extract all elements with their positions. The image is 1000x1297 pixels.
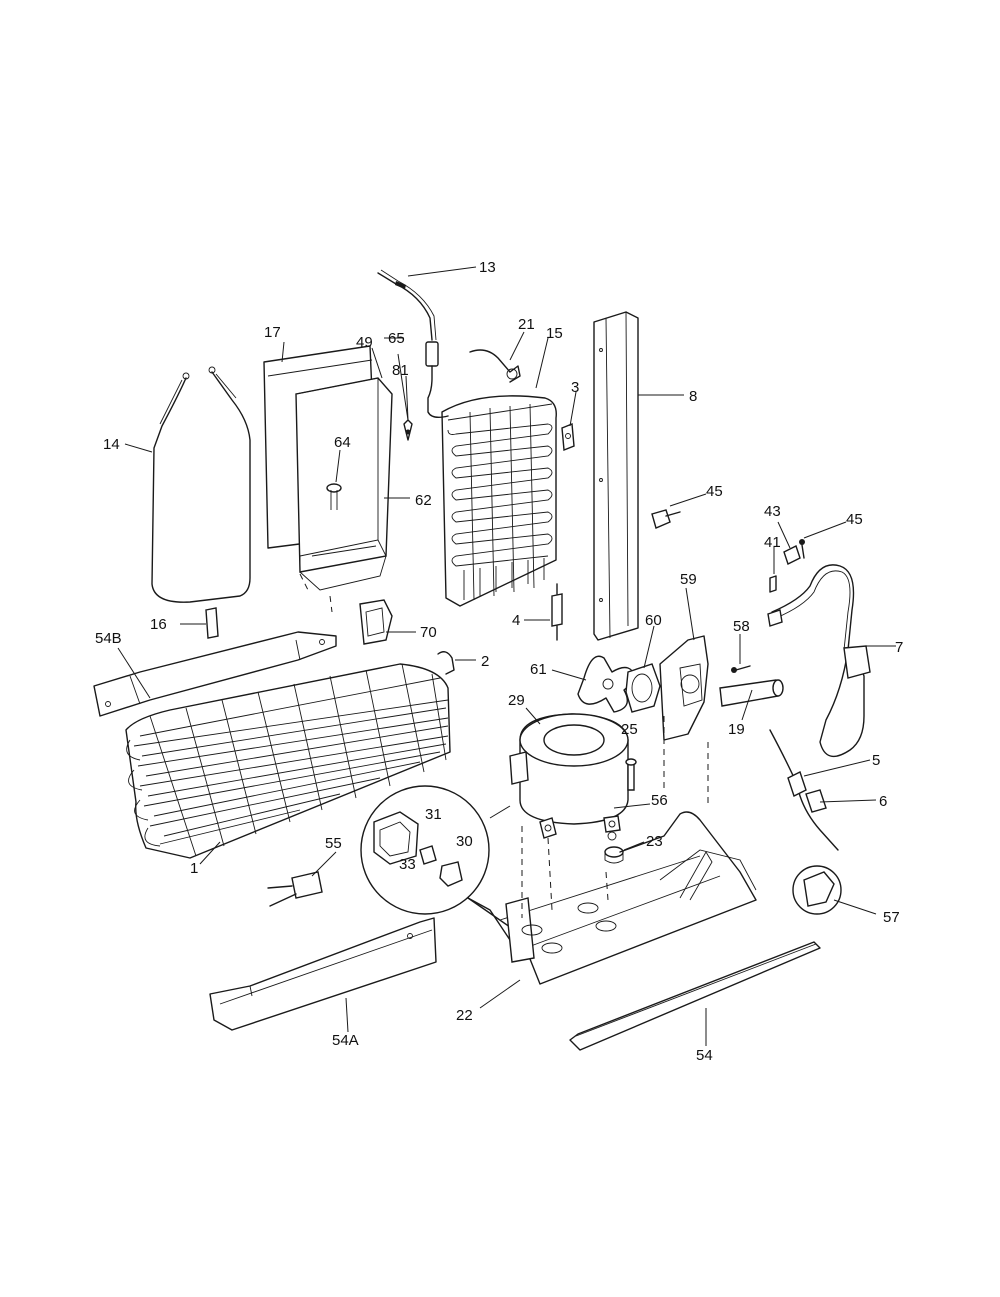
label-1: 1	[190, 860, 198, 877]
label-3: 3	[571, 379, 579, 396]
label-56: 56	[651, 792, 668, 809]
part-23-grommet	[604, 846, 624, 864]
label-15: 15	[546, 325, 563, 342]
label-13: 13	[479, 259, 496, 276]
part-13-capillary-tube	[377, 269, 437, 341]
label-61: 61	[530, 661, 547, 678]
label-57: 57	[883, 909, 900, 926]
part-62-shroud	[295, 377, 393, 591]
label-43: 43	[764, 503, 781, 520]
part-14-heater-loop	[151, 366, 251, 603]
label-14: 14	[103, 436, 120, 453]
part-55-relay	[267, 871, 323, 907]
part-45-screw-left	[651, 509, 681, 529]
label-54b: 54B	[95, 630, 122, 647]
label-23: 23	[646, 833, 663, 850]
part-15-condenser	[441, 395, 557, 607]
part-54-rail	[569, 941, 821, 1051]
label-64: 64	[334, 434, 351, 451]
part-1-evaporator	[125, 663, 451, 859]
relay-inset-30-31-33	[360, 785, 511, 915]
label-17: 17	[264, 324, 281, 341]
label-6: 6	[879, 793, 887, 810]
part-5-6-connector-wire	[769, 729, 839, 851]
label-60: 60	[645, 612, 662, 629]
label-54: 54	[696, 1047, 713, 1064]
part-22-base-frame	[467, 811, 757, 985]
label-45-right: 45	[846, 511, 863, 528]
part-8-rail	[593, 311, 639, 641]
label-5: 5	[872, 752, 880, 769]
label-7: 7	[895, 639, 903, 656]
label-70: 70	[420, 624, 437, 641]
label-62: 62	[415, 492, 432, 509]
part-54b-rail	[93, 631, 337, 717]
label-22: 22	[456, 1007, 473, 1024]
part-43-clip	[783, 545, 801, 565]
part-61-fan-blade	[577, 655, 637, 713]
part-58-screw	[731, 665, 751, 673]
part-29-compressor	[509, 713, 629, 839]
label-21: 21	[518, 316, 535, 333]
part-64-screw	[326, 483, 342, 510]
label-33: 33	[399, 856, 416, 873]
label-2: 2	[481, 653, 489, 670]
part-54a-rail	[209, 917, 437, 1031]
part-16-clip	[205, 607, 219, 639]
label-29: 29	[508, 692, 525, 709]
part-3-clip	[561, 423, 575, 451]
label-30: 30	[456, 833, 473, 850]
part-65-connector	[425, 341, 449, 419]
part-4-drain-tube	[551, 583, 563, 641]
part-70-bracket	[359, 599, 393, 645]
label-4: 4	[512, 612, 520, 629]
label-31: 31	[425, 806, 442, 823]
part-labels: 13 17 49 65 81 21 15 3 8 14 64 62 45 43 …	[95, 259, 903, 1064]
leader-lines	[117, 266, 896, 1046]
part-41-screw	[769, 575, 777, 593]
label-55: 55	[325, 835, 342, 852]
part-60-fan-motor	[625, 663, 661, 713]
label-65: 65	[388, 330, 405, 347]
part-49-81-screws	[403, 419, 413, 441]
label-8: 8	[689, 388, 697, 405]
label-25: 25	[621, 721, 638, 738]
part-2-clip	[437, 651, 455, 675]
label-49: 49	[356, 334, 373, 351]
part-21-clip	[469, 349, 521, 383]
label-16: 16	[150, 616, 167, 633]
part-57-foot	[792, 865, 842, 915]
part-45-screw-right	[799, 539, 805, 559]
part-56-screw	[607, 758, 637, 841]
label-19: 19	[728, 721, 745, 738]
label-54a: 54A	[332, 1032, 359, 1049]
part-19-tube	[719, 679, 784, 707]
label-41: 41	[764, 534, 781, 551]
label-45-left: 45	[706, 483, 723, 500]
label-58: 58	[733, 618, 750, 635]
part-7-power-cord	[767, 564, 871, 758]
label-81: 81	[392, 362, 409, 379]
alignment-lines	[299, 573, 709, 918]
part-59-fan-bracket	[659, 635, 709, 741]
label-59: 59	[680, 571, 697, 588]
